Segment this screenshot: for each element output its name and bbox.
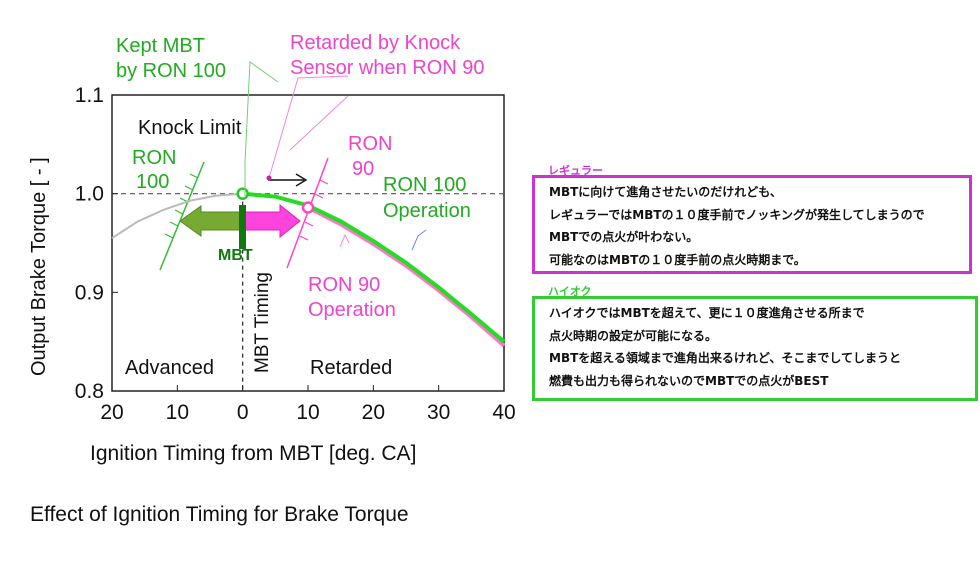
ron90-op-label-2: Operation (308, 299, 396, 321)
mbt-label: MBT (218, 247, 253, 264)
ron100-limit-label-1: RON (132, 147, 176, 169)
mbt-bar (239, 205, 246, 249)
ron100-op-label-1: RON 100 (383, 174, 466, 196)
ron90-limit-label-1: RON (348, 133, 392, 155)
x-tick-label: 0 (237, 401, 249, 424)
retarded-callout (268, 75, 349, 179)
ron90-point-marker (301, 201, 315, 214)
regular-line-3: MBTでの点火が叶わない。 (549, 230, 699, 244)
series-ron90-operation (307, 205, 506, 348)
x-tick-label: 10 (166, 401, 189, 424)
advance-arrow-green (179, 205, 245, 237)
y-tick-label: 1.0 (75, 183, 104, 206)
x-tick-label: 20 (362, 401, 385, 424)
series-ron100-operation (242, 191, 506, 344)
regular-line-1: MBTに向けて進角させたいのだけれども、 (549, 185, 782, 199)
highoctane-title: ハイオク (548, 285, 592, 298)
mbt-timing-label: MBT Timing (252, 272, 273, 373)
ron100-knock-limit (159, 161, 205, 271)
x-axis-ticks: 20 10 0 10 20 30 40 (100, 385, 516, 424)
ron90-hatch-mark (339, 233, 350, 248)
highoctane-line-4: 燃費も出力も得られないのでMBTでの点火がBEST (549, 373, 829, 388)
ron90-op-label-1: RON 90 (308, 274, 380, 296)
y-axis-ticks: 0.8 0.9 1.0 1.1 (75, 84, 118, 403)
advanced-label: Advanced (125, 357, 214, 379)
ron90-limit-label-2: 90 (352, 158, 374, 180)
ron100-op-label-2: Operation (383, 200, 471, 222)
kept-mbt-label-1: Kept MBT (116, 35, 205, 57)
x-tick-label: 10 (296, 401, 319, 424)
kept-mbt-callout (244, 61, 279, 196)
ron100-hatch-mark (411, 229, 427, 251)
ron100-limit-label-2: 100 (136, 171, 169, 193)
highoctane-note-box: ハイオクではMBTを超えて、更に１０度進角させる所まで 点火時期の設定が可能にな… (532, 296, 978, 401)
x-axis-label: Ignition Timing from MBT [deg. CA] (90, 442, 416, 465)
retarded-callout-dot (266, 175, 272, 181)
x-tick-label: 30 (427, 401, 450, 424)
chart-title: Effect of Ignition Timing for Brake Torq… (30, 503, 409, 526)
regular-line-2: レギュラーではMBTの１０度手前でノッキングが発生してしまうので (549, 207, 925, 222)
advance-arrow-pink (243, 203, 301, 239)
y-tick-label: 1.1 (75, 84, 104, 107)
knock-limit-label: Knock Limit (138, 117, 242, 139)
x-tick-label: 20 (100, 401, 123, 424)
retarded-label-1: Retarded by Knock (290, 32, 461, 54)
kept-mbt-label-2: by RON 100 (116, 60, 226, 82)
highoctane-line-3: MBTを超える領域まで進角出来るけれど、そこまでしてしまうと (549, 351, 901, 365)
regular-line-4: 可能なのはMBTの１０度手前の点火時期まで。 (549, 252, 806, 267)
x-tick-label: 40 (492, 401, 515, 424)
y-axis-label: Output Brake Torque [ - ] (28, 157, 50, 376)
highoctane-line-1: ハイオクではMBTを超えて、更に１０度進角させる所まで (549, 306, 865, 320)
retarded-label-2: Sensor when RON 90 (290, 57, 485, 79)
regular-title: レギュラー (548, 164, 603, 177)
mbt-point-marker (236, 187, 249, 200)
highoctane-line-2: 点火時期の設定が可能になる。 (549, 328, 718, 343)
regular-note-box: MBTに向けて進角させたいのだけれども、 レギュラーではMBTの１０度手前でノッ… (532, 175, 972, 274)
y-tick-label: 0.8 (75, 380, 104, 403)
retarded-region-label: Retarded (310, 357, 392, 379)
series-gray-advanced (111, 192, 243, 239)
y-tick-label: 0.9 (75, 281, 104, 304)
retard-arrow (268, 173, 308, 187)
